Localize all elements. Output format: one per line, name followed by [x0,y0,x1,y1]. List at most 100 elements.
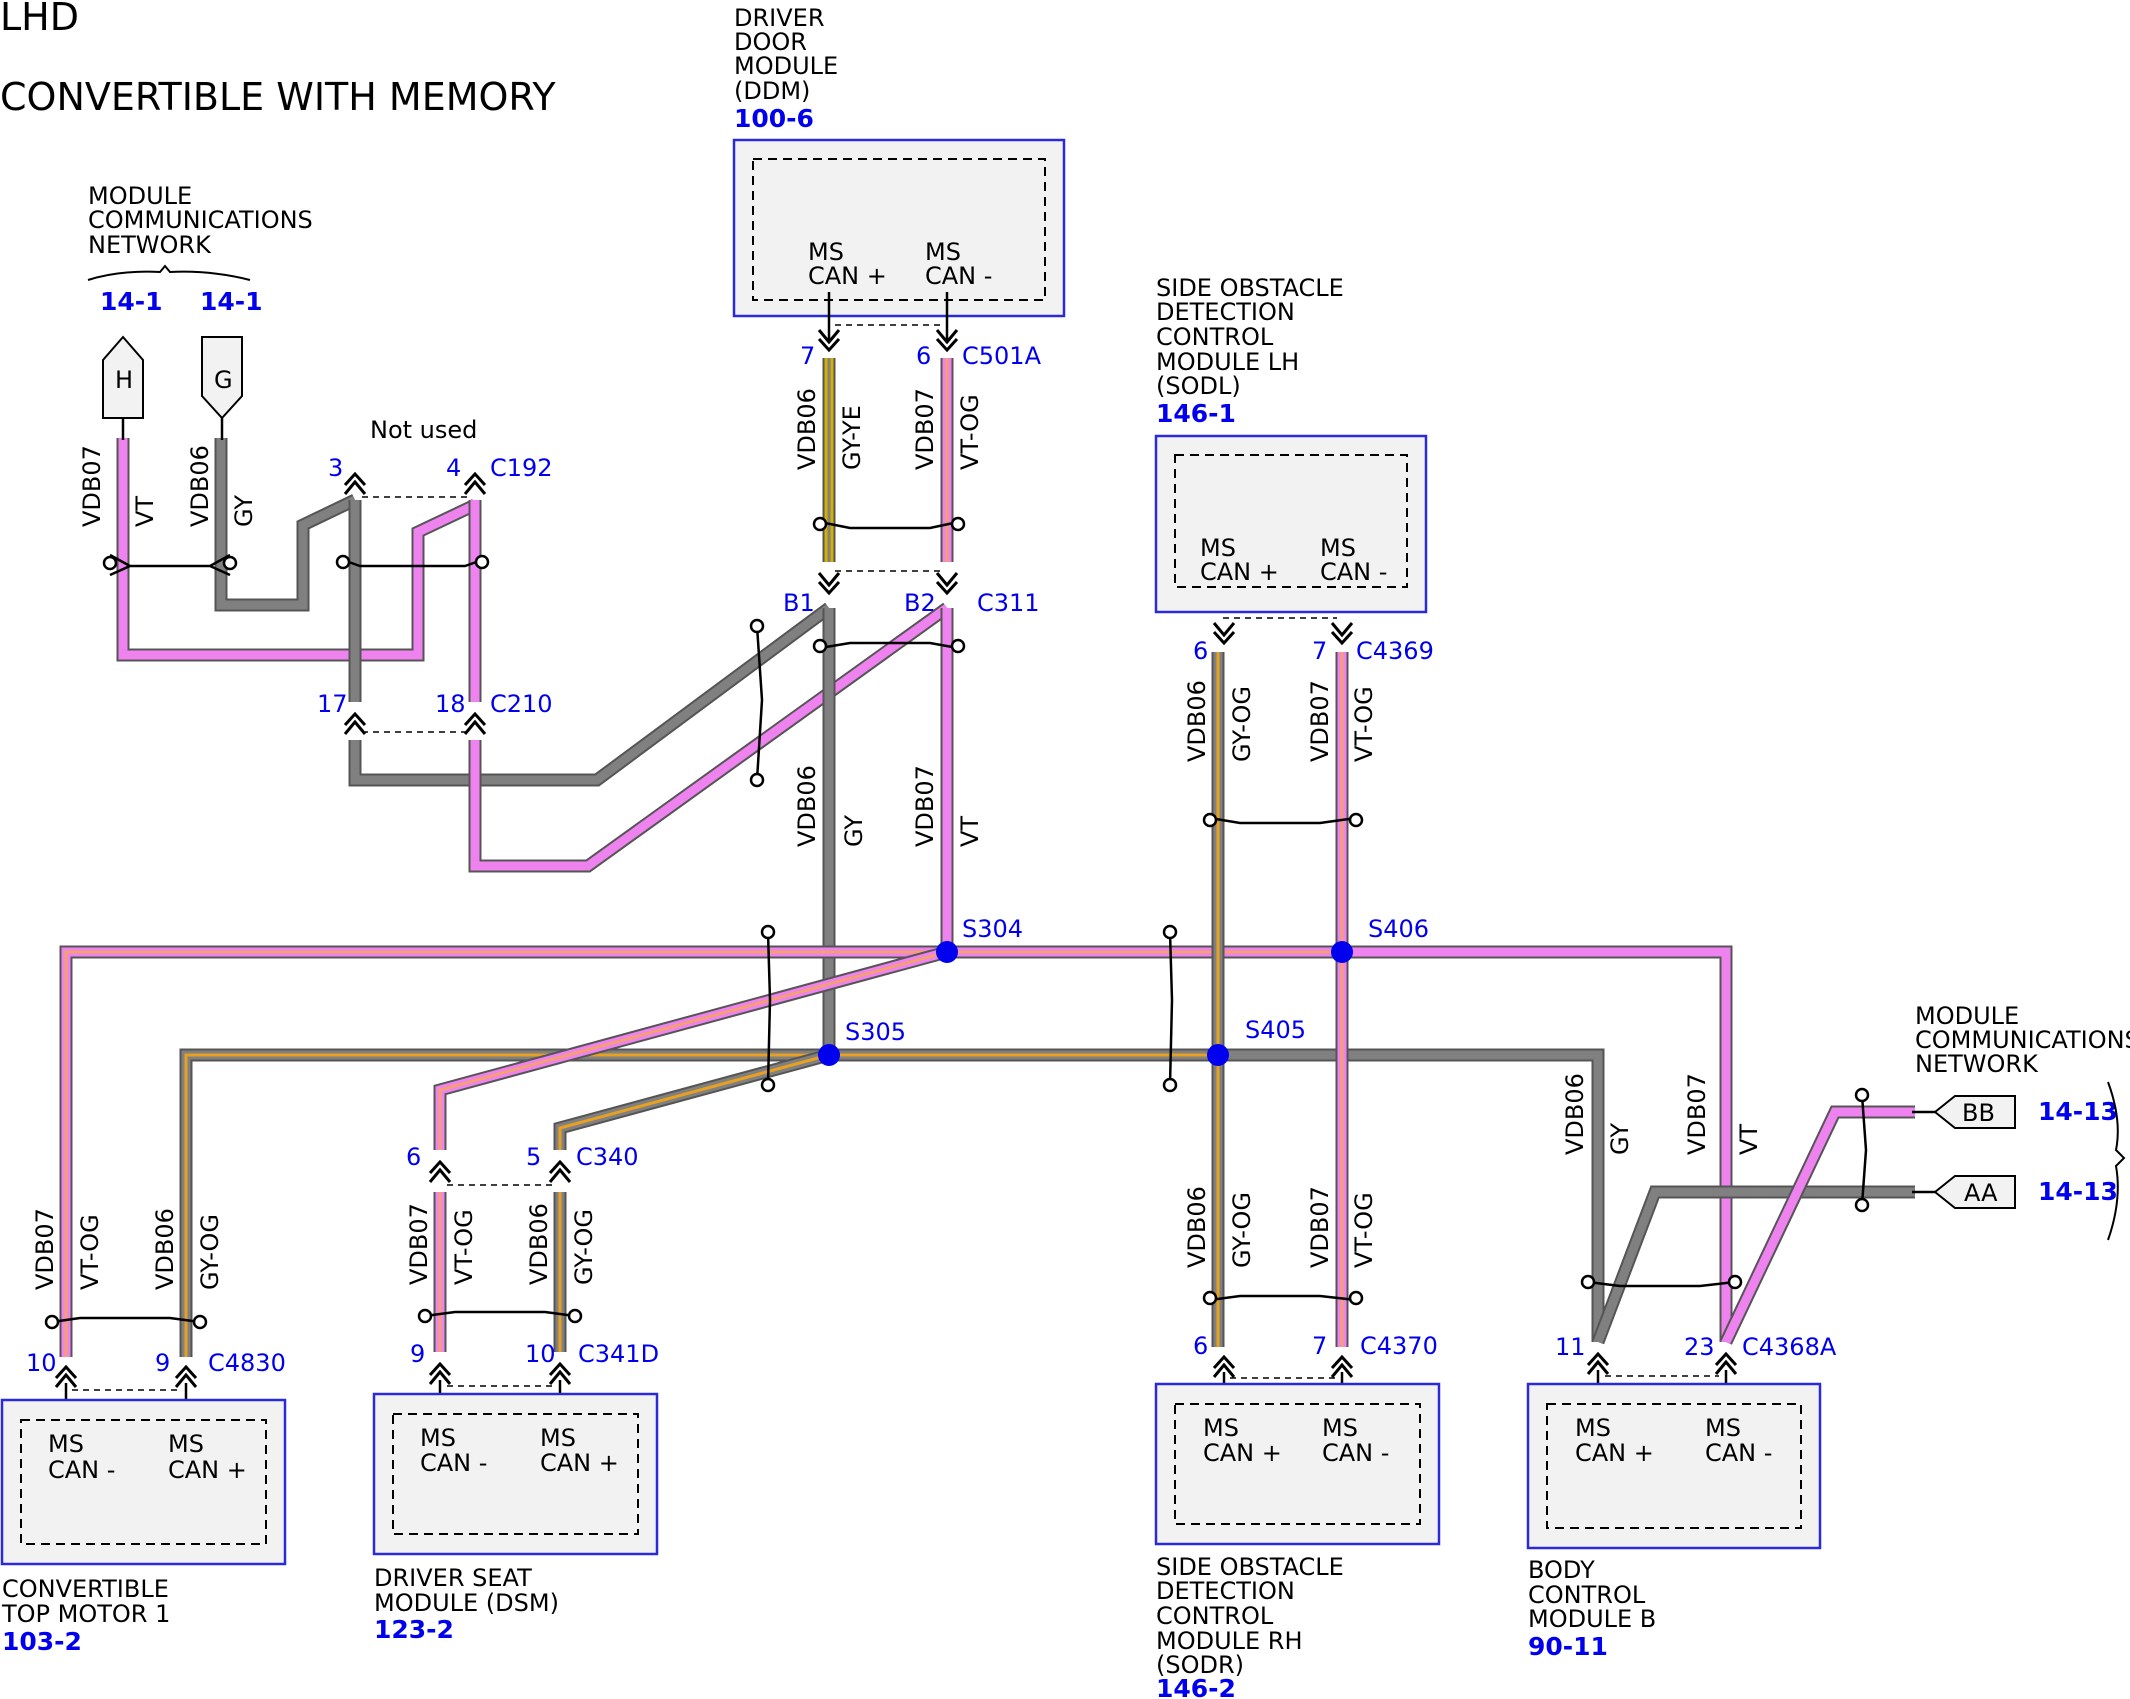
bcm-name-3: MODULE B [1528,1605,1656,1633]
ddm-pin2-b: CAN - [925,262,992,290]
c4369-pin6: 6 [1193,637,1208,665]
bcm-pin2-b: CAN - [1705,1439,1772,1467]
wl-1: VDB07 [78,445,106,527]
sodl-name-3: CONTROL [1156,323,1274,351]
ddm-pin1-b: CAN + [808,262,887,290]
c210-name: C210 [490,690,553,718]
c341d-name: C341D [578,1340,659,1368]
netr-name-3: NETWORK [1915,1050,2039,1078]
netl-ref-1: 14-1 [100,287,163,316]
flag-aa: AA [1964,1179,1998,1207]
c4368a-name: C4368A [1742,1333,1837,1361]
c501a-name: C501A [962,342,1042,370]
netl-name-3: NETWORK [88,231,212,259]
splice-label-s304: S304 [962,915,1023,943]
wl-4: GY [230,495,258,527]
wl-16: VT-OG [1350,686,1378,762]
wires [59,358,1915,1357]
dsm-name-2: MODULE (DSM) [374,1589,559,1617]
dsm-pin2-b: CAN + [540,1449,619,1477]
netl-name-2: COMMUNICATIONS [88,206,313,234]
sodl-pin1-a: MS [1200,534,1236,562]
netl-ref-2: 14-1 [200,287,263,316]
connector-c311: B1 B2 C311 [783,570,1040,617]
wl-26: VT-OG [450,1209,478,1285]
c192-pin4: 4 [446,454,461,482]
c311-name: C311 [977,589,1040,617]
sodl-name-5: (SODL) [1156,372,1241,400]
module-sodr: 6 7 C4370 MS CAN + MS CAN - SIDE OBSTACL… [1154,1332,1441,1699]
dsm-pin1-a: MS [420,1424,456,1452]
flag-h: H [115,366,133,394]
wl-6: GY-YE [838,405,866,470]
wire-vtog-bus [59,945,1733,1357]
c341d-pin9: 9 [410,1340,425,1368]
c340-name: C340 [576,1143,639,1171]
module-ddm: DRIVER DOOR MODULE (DDM) 100-6 MS CAN + … [732,4,1066,370]
bcm-pin1-a: MS [1575,1414,1611,1442]
wl-2: VT [131,496,159,527]
c4830-name: C4830 [208,1349,286,1377]
sodl-ref: 146-1 [1156,399,1236,428]
splice-s405 [1207,1044,1229,1066]
sodr-pin1-b: CAN + [1203,1439,1282,1467]
ddm-name-3: MODULE [734,52,838,80]
dsm-name-1: DRIVER SEAT [374,1564,532,1592]
splice-label-s406: S406 [1368,915,1429,943]
sodr-pin2-a: MS [1322,1414,1358,1442]
ddm-pin2-a: MS [925,238,961,266]
wl-17: VDB06 [1183,1186,1211,1268]
netr-name-1: MODULE [1915,1002,2019,1030]
wl-23: VDB06 [151,1208,179,1290]
sodr-name-3: CONTROL [1156,1602,1274,1630]
c4369-name: C4369 [1356,637,1434,665]
netl-name-1: MODULE [88,182,192,210]
c501a-pin7: 7 [800,342,815,370]
splice-label-s405: S405 [1245,1016,1306,1044]
sodl-name-4: MODULE LH [1156,348,1299,376]
network-right: MODULE COMMUNICATIONS NETWORK BB AA 14-1… [1912,1002,2130,1241]
wl-24: GY-OG [196,1214,224,1290]
bcm-pin1-b: CAN + [1575,1439,1654,1467]
connector-c192: 3 4 C192 Not used [328,416,553,498]
sodl-pin2-a: MS [1320,534,1356,562]
c4369-pin7: 7 [1312,637,1327,665]
c4370-pin7: 7 [1312,1332,1327,1360]
module-sodl: SIDE OBSTACLE DETECTION CONTROL MODULE L… [1154,274,1434,665]
wl-12: VT [956,816,984,847]
sodr-name-2: DETECTION [1156,1577,1295,1605]
ctm-pin2-a: MS [168,1430,204,1458]
splice-s406 [1331,941,1353,963]
c192-pin3: 3 [328,454,343,482]
wl-29: VDB06 [1561,1073,1589,1155]
ctm-pin1-a: MS [48,1430,84,1458]
c340-pin6: 6 [406,1143,421,1171]
network-left: MODULE COMMUNICATIONS NETWORK 14-1 14-1 … [87,182,313,440]
wl-11: VDB07 [911,765,939,847]
wire-vt-c210-c311 [468,602,951,873]
c311-b1: B1 [783,589,815,617]
wl-3: VDB06 [186,445,214,527]
dsm-ref: 123-2 [374,1615,454,1644]
header-lhd: LHD [0,0,79,39]
splice-label-s305: S305 [845,1018,906,1046]
wl-27: VDB06 [525,1203,553,1285]
wire-gyog-bus [179,1048,1605,1357]
ddm-pin1-a: MS [808,238,844,266]
splice-s304 [936,941,958,963]
c340-pin5: 5 [526,1143,541,1171]
module-bcm: 11 23 C4368A MS CAN + MS CAN - BODY CONT… [1526,1333,1837,1661]
wl-20: VT-OG [1350,1192,1378,1268]
sodr-pin2-b: CAN - [1322,1439,1389,1467]
wl-18: GY-OG [1228,1192,1256,1268]
bcm-name-1: BODY [1528,1556,1595,1584]
wl-7: VDB07 [911,388,939,470]
ddm-name-1: DRIVER [734,4,825,32]
wl-8: VT-OG [956,394,984,470]
splices: S304 S305 S406 S405 [818,915,1429,1066]
netr-name-2: COMMUNICATIONS [1915,1026,2130,1054]
wl-9: VDB06 [793,765,821,847]
dsm-pin1-b: CAN - [420,1449,487,1477]
not-used-label: Not used [370,416,477,444]
